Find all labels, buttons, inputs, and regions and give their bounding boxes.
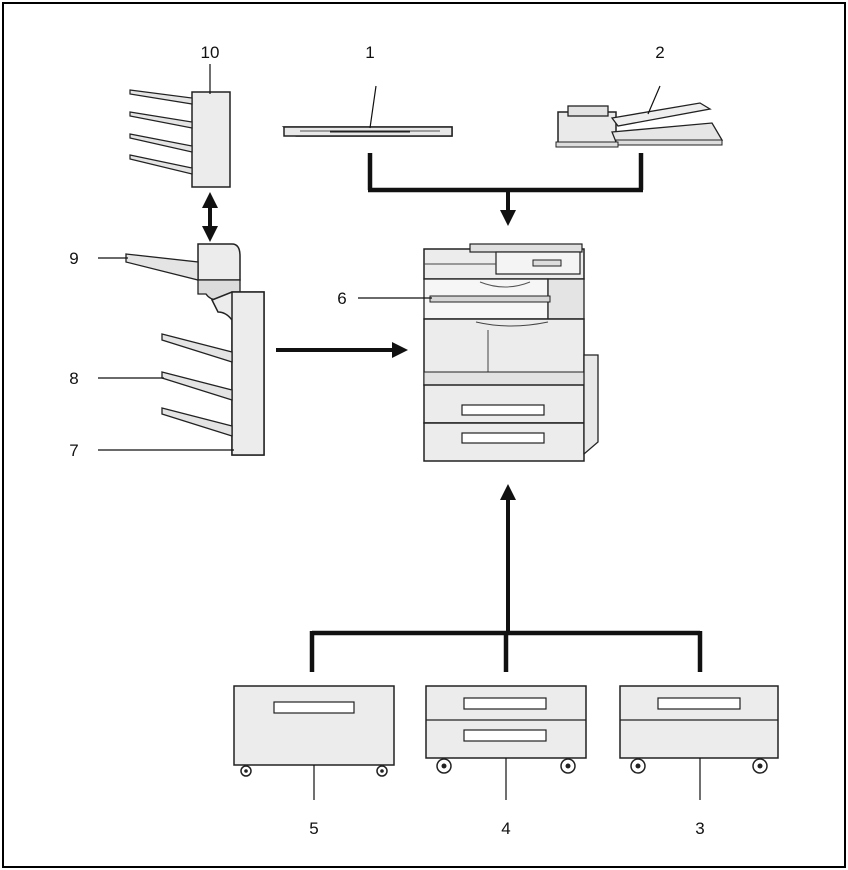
callout-1: 1 [365, 43, 374, 62]
callout-3: 3 [695, 819, 704, 838]
mailbox-unit [129, 89, 231, 188]
callout-5: 5 [309, 819, 318, 838]
callout-4: 4 [501, 819, 510, 838]
original-cover [281, 126, 453, 137]
desk-cabinet [233, 685, 395, 777]
callout-8: 8 [69, 369, 78, 388]
document-feeder [555, 102, 724, 148]
top-connector [367, 153, 644, 226]
callout-6: 6 [337, 289, 346, 308]
finisher-top [125, 243, 241, 301]
callout-2: 2 [655, 43, 664, 62]
callout-10: 10 [201, 43, 220, 62]
callout-7: 7 [69, 441, 78, 460]
large-capacity-cabinet [619, 685, 779, 774]
paper-feed-cabinet [425, 685, 587, 774]
leader-1 [369, 85, 377, 129]
callout-9: 9 [69, 249, 78, 268]
bottom-connector [309, 484, 703, 672]
finisher-body [161, 291, 265, 456]
leader-2 [647, 85, 661, 115]
copier-main-unit [423, 243, 599, 462]
